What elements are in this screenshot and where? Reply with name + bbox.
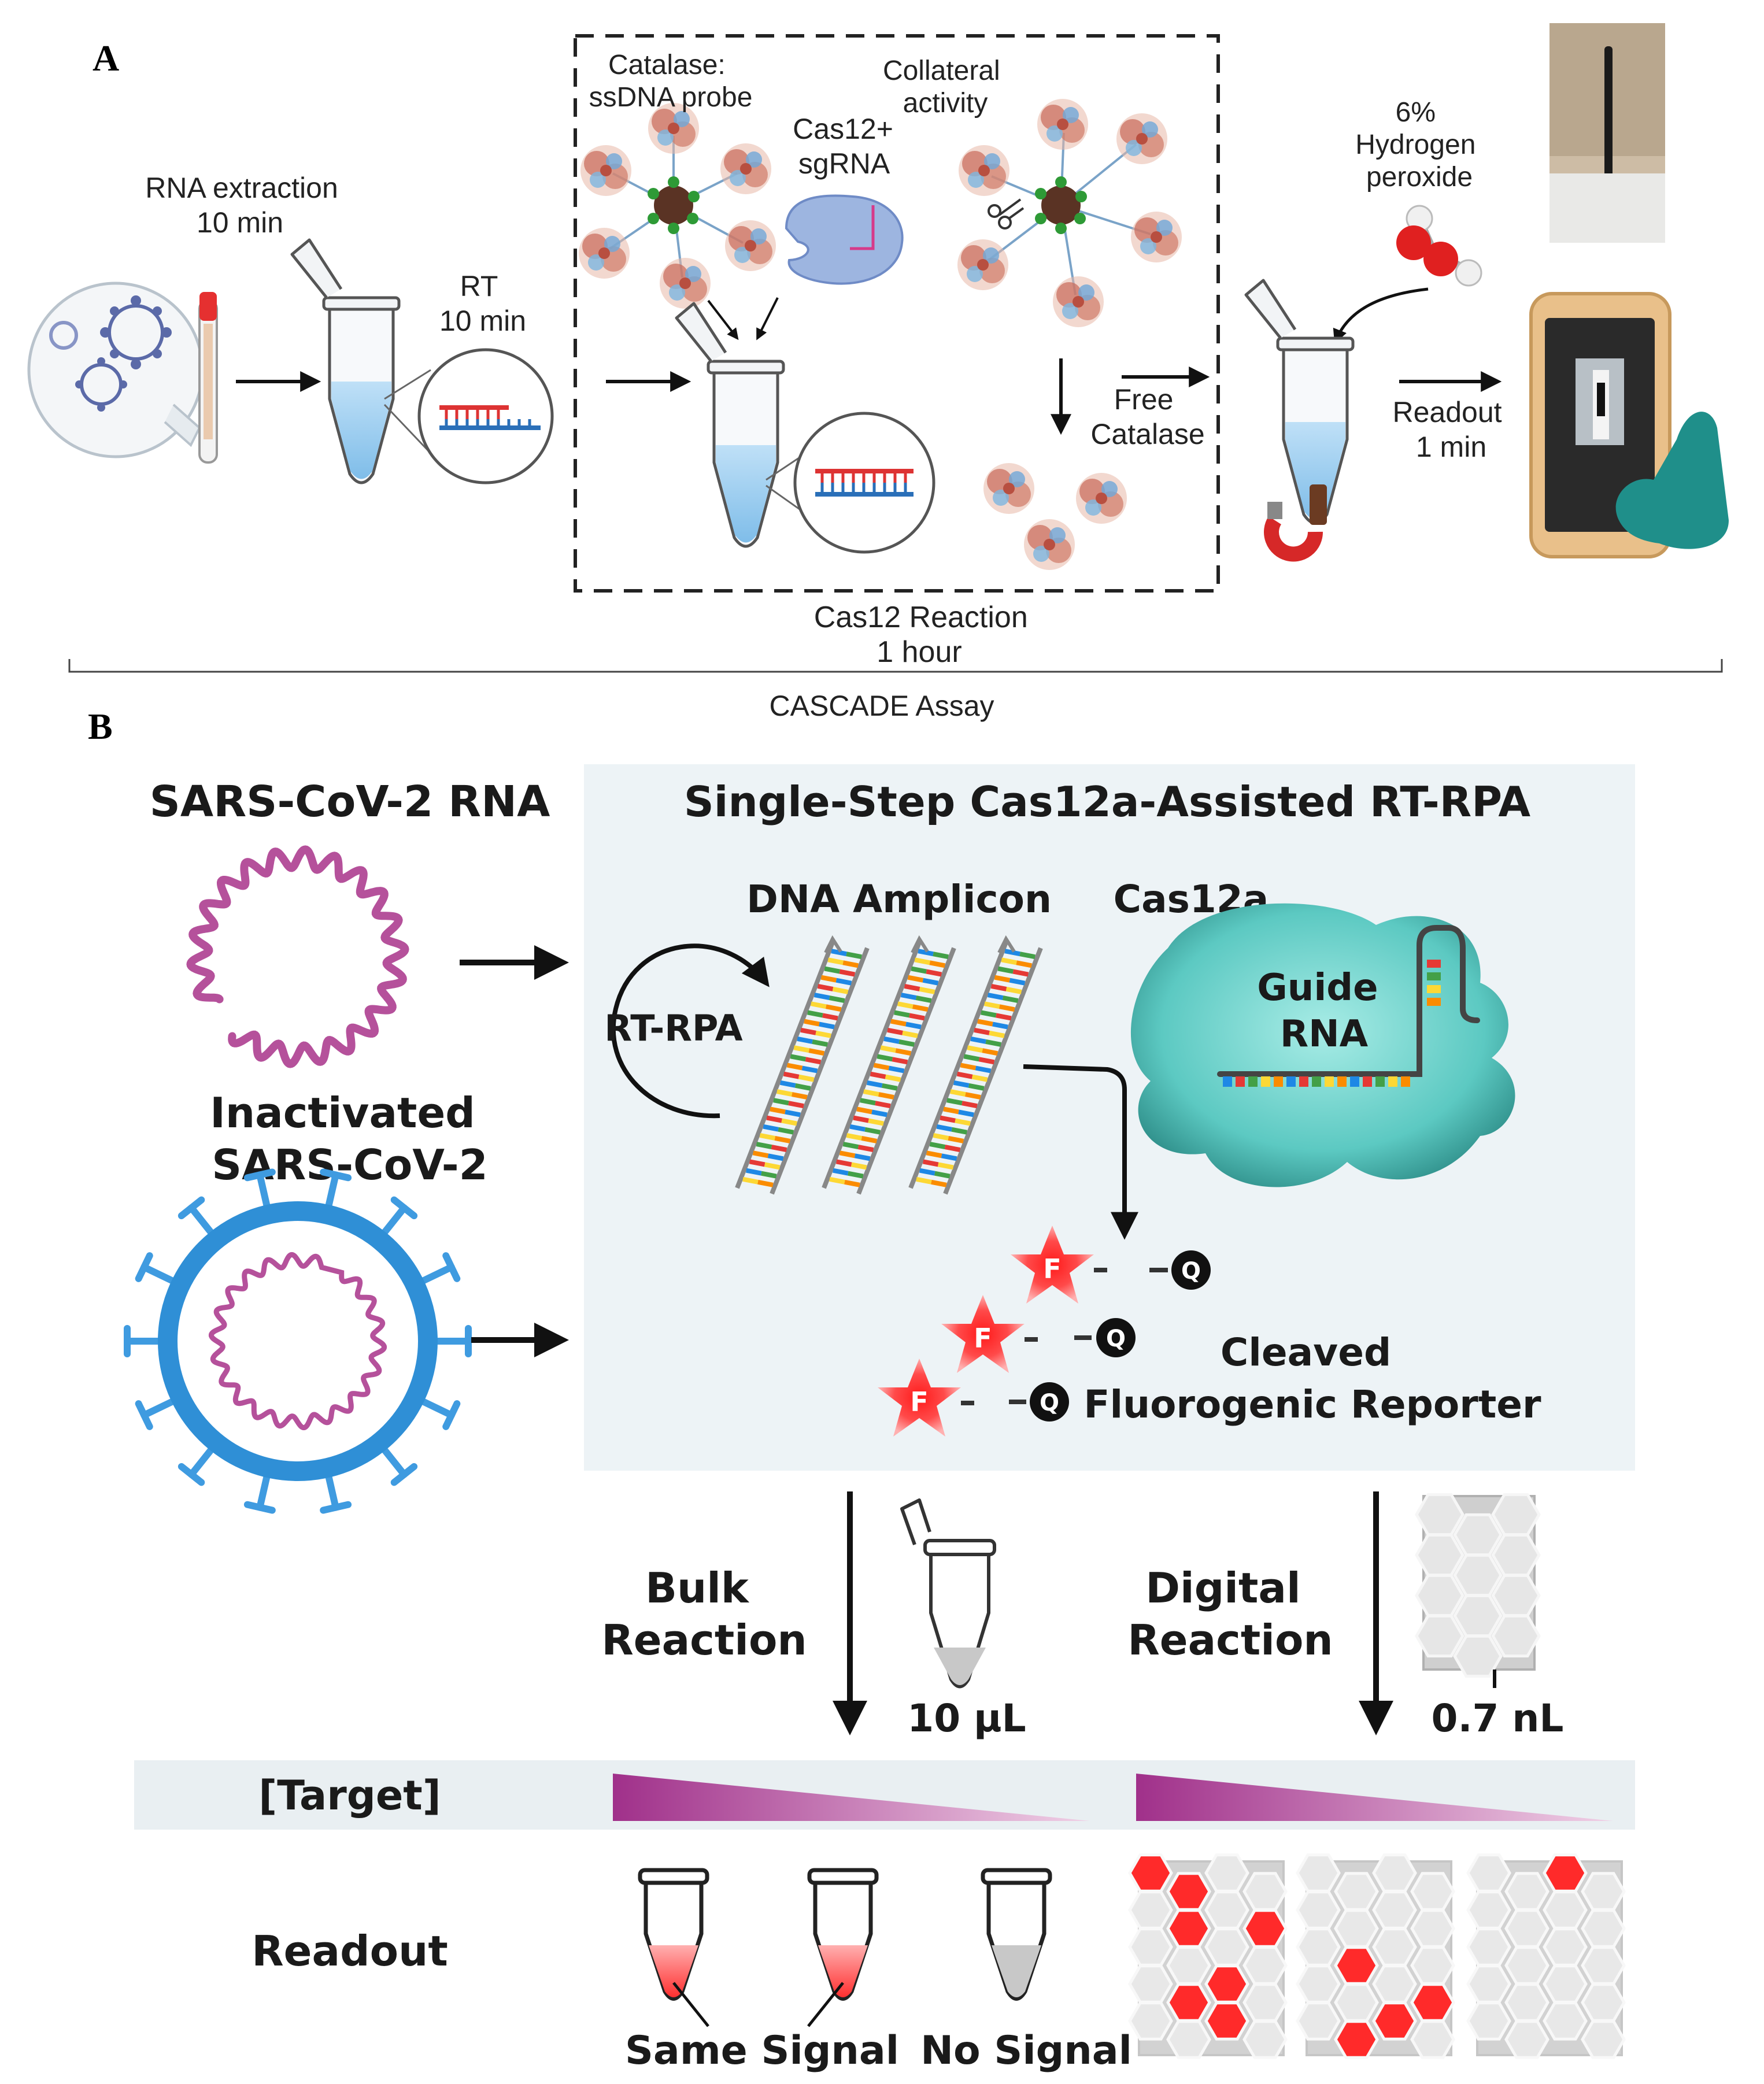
catalase-probe-label: Catalase: ssDNA probe (589, 50, 753, 113)
cleaved-reporter-label: Cleaved Fluorogenic Reporter (1083, 1330, 1541, 1427)
test-strip-photo (1549, 23, 1665, 243)
readout-time-label: Readout 1 min (1393, 396, 1510, 463)
digital-readout-chip-3 (1466, 1853, 1626, 2059)
quencher-label: Q (1040, 1390, 1059, 1416)
h2o2-molecule-icon (1396, 205, 1482, 287)
cas12-tube-icon (676, 303, 783, 546)
bulk-readout-tube-1 (640, 1870, 707, 1999)
digital-volume-label: 0.7 nL (1432, 1696, 1564, 1741)
dna-amplicon-strands (735, 935, 1043, 1195)
panel-a-label: A (93, 38, 119, 79)
dna-amplicon-label: DNA Amplicon (746, 877, 1052, 921)
inactivated-virus-label: Inactivated SARS-CoV-2 (210, 1089, 490, 1189)
arrow-to-reporter (1023, 1064, 1138, 1240)
single-step-title: Single-Step Cas12a-Assisted RT-RPA (684, 778, 1530, 826)
readout-tube-icon (1246, 280, 1353, 523)
no-signal-label: No Signal (920, 2028, 1132, 2074)
rna-extraction-label: RNA extraction 10 min (145, 172, 346, 239)
guide-rna-label: Guide RNA (1257, 967, 1391, 1056)
arrow-peroxide-in (1333, 287, 1429, 344)
same-signal-label: Same Signal (625, 2028, 899, 2074)
readout-label: Readout (252, 1927, 448, 1975)
fluorophore-label: F (1043, 1253, 1061, 1285)
assay-bracket (68, 659, 1723, 673)
collateral-label: Collateral activity (883, 55, 1008, 119)
sars-rna-title: SARS-CoV-2 RNA (150, 777, 550, 827)
dsdna-zoom-icon (765, 412, 935, 554)
free-catalase-label: Free Catalase (1090, 383, 1204, 450)
virus-sample-icon (27, 282, 218, 464)
digital-readout-chip-1 (1128, 1853, 1288, 2059)
bulk-target-gradient (613, 1774, 1090, 1821)
bulk-volume-label: 10 μL (907, 1696, 1026, 1741)
arrow-cas-in (756, 297, 779, 340)
signal-pointer-1 (672, 1982, 709, 2027)
arrow-probe-in (707, 299, 739, 340)
magnet-icon (1264, 484, 1327, 562)
cas12-reaction-box (574, 34, 1220, 593)
collateral-activity-icon (957, 99, 1182, 327)
bulk-readout-tube-2 (809, 1870, 877, 1999)
target-label: [Target] (258, 1772, 441, 1819)
panel-b-label: B (88, 706, 113, 747)
digital-readout-chip-2 (1296, 1853, 1455, 2059)
rt-label: RT 10 min (439, 270, 526, 337)
quencher-label: Q (1181, 1258, 1201, 1285)
smartphone-readout-icon (1529, 292, 1729, 558)
scissors-icon (988, 198, 1025, 230)
digital-target-gradient (1136, 1774, 1613, 1821)
cascade-assay-label: CASCADE Assay (769, 690, 994, 722)
bulk-tube-icon (900, 1498, 996, 1689)
rt-rpa-cycle-arrow (611, 943, 770, 1119)
cas12-sgrna-icon (785, 194, 904, 285)
cas12a-guide-rna-icon (1130, 903, 1515, 1187)
cas12-sgrna-label: Cas12+ sgRNA (793, 113, 901, 180)
cdna-zoom-icon (383, 348, 554, 484)
free-catalase-icon (983, 463, 1127, 570)
sars-rna-icon (186, 845, 409, 1068)
inactivated-virus-icon (124, 1168, 472, 1514)
catalase-ssdna-probe-icon (579, 103, 776, 309)
fluorophore-label: F (910, 1386, 928, 1417)
quencher-label: Q (1106, 1326, 1126, 1352)
bulk-readout-tube-3 (983, 1870, 1050, 1999)
rt-rpa-label: RT-RPA (604, 1007, 742, 1049)
cleaved-reporters-icon: F Q F Q F Q (878, 1226, 1211, 1437)
digital-reaction-label: Digital Reaction (1127, 1564, 1333, 1664)
fluorophore-label: F (974, 1323, 992, 1354)
cas12-reaction-label: Cas12 Reaction 1 hour (814, 601, 1036, 669)
hydrogen-peroxide-label: 6% Hydrogen peroxide (1355, 97, 1483, 193)
digital-chip-icon (1415, 1493, 1541, 1688)
rt-tube-icon (292, 240, 399, 483)
bulk-reaction-label: Bulk Reaction (601, 1564, 807, 1664)
signal-pointer-2 (807, 1982, 844, 2027)
